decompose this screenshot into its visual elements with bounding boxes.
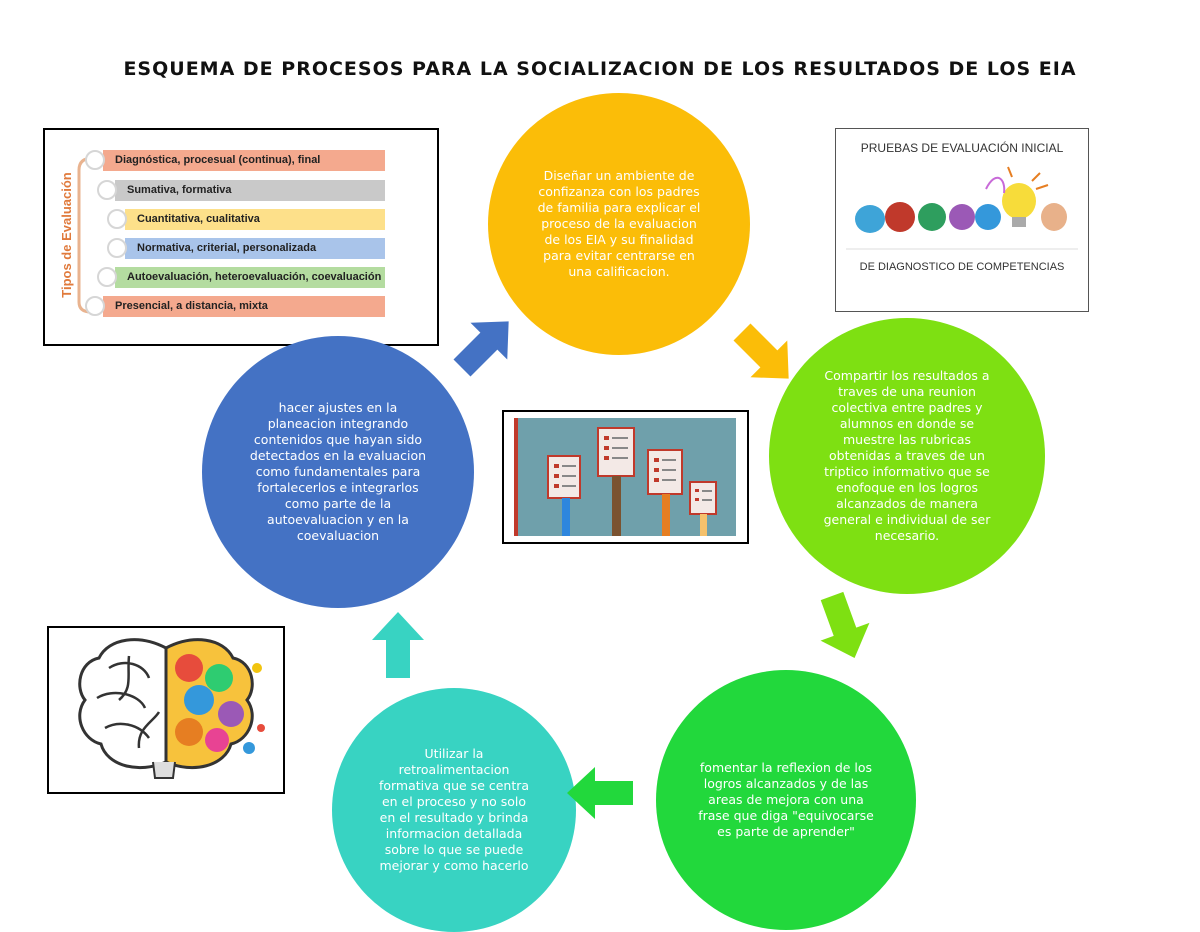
evaluation-type-item: Autoevaluación, heteroevaluación, coeval… <box>115 267 385 288</box>
evaluation-type-label: Presencial, a distancia, mixta <box>115 300 268 312</box>
step-line: contenidos que hayan sido <box>253 432 423 447</box>
step-line: colectiva entre padres y <box>831 400 983 415</box>
step-line: es parte de aprender" <box>717 824 855 839</box>
evaluation-type-dot <box>97 180 117 200</box>
step-line: Diseñar un ambiente de <box>543 168 695 183</box>
step-share-results: Compartir los resultados a traves de una… <box>769 318 1045 594</box>
step-reflection: fomentar la reflexion de los logros alca… <box>656 670 916 930</box>
step-line: como parte de la <box>284 496 392 511</box>
step-line: sobre lo que se puede <box>384 842 524 857</box>
step-line: para evitar centrarse en <box>543 248 695 263</box>
step-text: Utilizar la retroalimentacion formativa … <box>379 746 529 874</box>
evaluation-type-label: Sumativa, formativa <box>127 184 232 196</box>
evaluation-type-item: Sumativa, formativa <box>115 180 385 201</box>
arrow-share-to-reflect <box>820 591 870 659</box>
step-line: frase que diga "equivocarse <box>698 808 874 823</box>
step-line: detectados en la evaluacion <box>249 448 427 463</box>
step-line: fortalecerlos e integrarlos <box>257 480 419 495</box>
step-line: planeacion integrando <box>267 416 409 431</box>
step-line: enofoque en los logros <box>835 480 979 495</box>
evaluation-type-item: Diagnóstica, procesual (continua), final <box>103 150 385 171</box>
step-line: obtenidas a traves de un <box>828 448 985 463</box>
evaluation-type-item: Presencial, a distancia, mixta <box>103 296 385 317</box>
evaluation-type-dot <box>107 209 127 229</box>
step-line: traves de una reunion <box>838 384 976 399</box>
hands-with-checklists-image <box>514 418 736 536</box>
step-line: proceso de la evaluacion <box>541 216 697 231</box>
arrow-feedback-to-adjust <box>372 612 424 678</box>
initial-tests-title: PRUEBAS DE EVALUACIÓN INICIAL <box>860 141 1064 155</box>
brain-illustration <box>47 626 285 794</box>
step-line: de familia para explicar el <box>537 200 701 215</box>
step-text: hacer ajustes en la planeacion integrand… <box>250 400 426 544</box>
arrow-reflect-to-feedback <box>567 767 633 819</box>
initial-tests-subtitle: DE DIAGNOSTICO DE COMPETENCIAS <box>859 261 1065 273</box>
step-feedback: Utilizar la retroalimentacion formativa … <box>332 688 576 932</box>
step-line: coevaluacion <box>296 528 380 543</box>
step-line: muestre las rubricas <box>842 432 971 447</box>
step-line: logros alcanzados y de las <box>703 776 869 791</box>
step-line: en el resultado y brinda <box>379 810 529 825</box>
page-title: ESQUEMA DE PROCESOS PARA LA SOCIALIZACIO… <box>123 58 1077 80</box>
evaluation-type-dot <box>85 296 105 316</box>
step-design-environment: Diseñar un ambiente de confizanza con lo… <box>488 93 750 355</box>
arrow-design-to-share <box>733 323 789 379</box>
evaluation-type-dot <box>85 150 105 170</box>
step-line: alcanzados de manera <box>836 496 978 511</box>
evaluation-types-panel: Tipos de Evaluación Diagnóstica, procesu… <box>43 128 439 346</box>
checklist-illustration <box>502 410 749 544</box>
step-text: Diseñar un ambiente de confizanza con lo… <box>538 168 701 280</box>
evaluation-type-item: Normativa, criterial, personalizada <box>125 238 385 259</box>
step-line: areas de mejora con una <box>708 792 864 807</box>
evaluation-type-dot <box>107 238 127 258</box>
evaluation-type-label: Cuantitativa, cualitativa <box>137 213 260 225</box>
crumpled-paper-balls-illustration <box>846 166 1078 250</box>
step-line: Compartir los resultados a <box>824 368 990 383</box>
step-text: Compartir los resultados a traves de una… <box>824 368 991 544</box>
step-line: fomentar la reflexion de los <box>699 760 873 775</box>
step-line: mejorar y como hacerlo <box>379 858 529 873</box>
evaluation-type-dot <box>97 267 117 287</box>
step-line: necesario. <box>874 528 940 543</box>
step-line: una calificacion. <box>568 264 670 279</box>
step-line: autoevaluacion y en la <box>267 512 409 527</box>
evaluation-type-label: Normativa, criterial, personalizada <box>137 242 317 254</box>
step-line: formativa que se centra <box>378 778 530 793</box>
step-line: como fundamentales para <box>255 464 421 479</box>
evaluation-type-label: Diagnóstica, procesual (continua), final <box>115 154 321 166</box>
step-line: general e individual de ser <box>823 512 991 527</box>
step-text: fomentar la reflexion de los logros alca… <box>698 760 874 840</box>
step-line: triptico informativo que se <box>824 464 990 479</box>
step-line: retroalimentacion <box>398 762 510 777</box>
step-line: Utilizar la <box>424 746 484 761</box>
step-line: informacion detallada <box>385 826 523 841</box>
step-adjust-planning: hacer ajustes en la planeacion integrand… <box>202 336 474 608</box>
step-line: de los EIA y su finalidad <box>544 232 694 247</box>
colorful-brain-image <box>78 638 265 779</box>
step-line: hacer ajustes en la <box>278 400 398 415</box>
arrow-adjust-to-design <box>453 321 509 377</box>
evaluation-type-item: Cuantitativa, cualitativa <box>125 209 385 230</box>
step-line: alumnos en donde se <box>839 416 975 431</box>
step-line: en el proceso y no solo <box>381 794 527 809</box>
initial-tests-panel: PRUEBAS DE EVALUACIÓN INICIAL DE DIAGNOS… <box>835 128 1089 312</box>
evaluation-type-label: Autoevaluación, heteroevaluación, coeval… <box>127 271 382 283</box>
step-line: confizanza con los padres <box>538 184 700 199</box>
